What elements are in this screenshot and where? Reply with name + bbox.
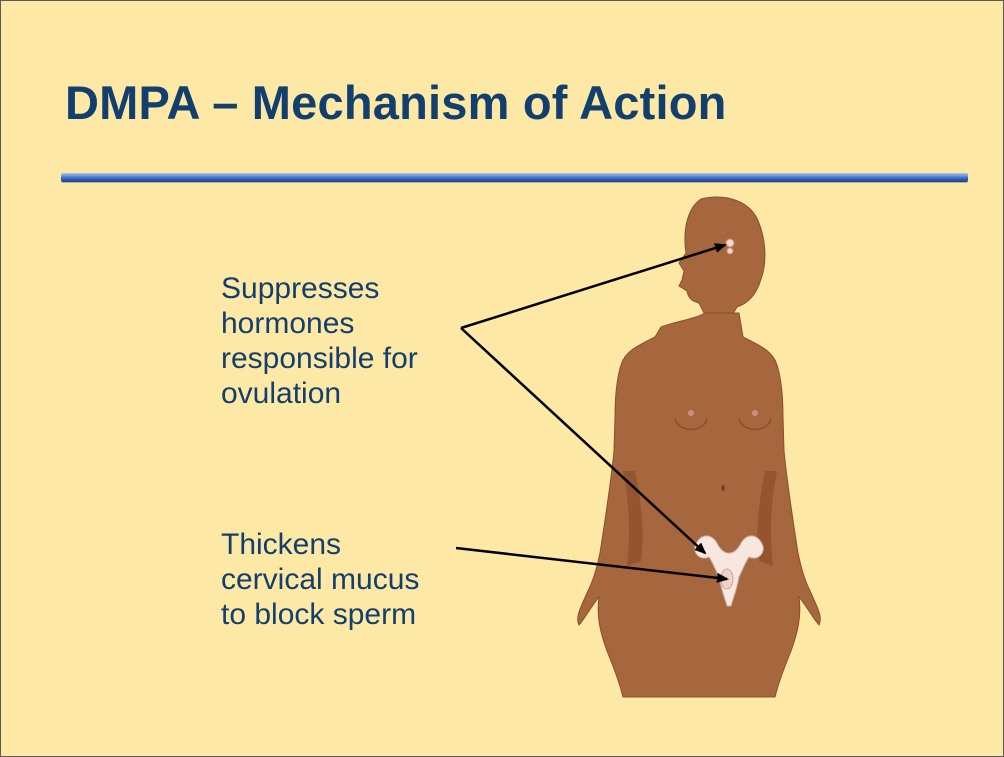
pituitary-gland <box>726 239 734 247</box>
navel <box>721 485 725 491</box>
female-body-illustration <box>578 197 821 697</box>
nipple-right <box>752 410 758 416</box>
pituitary-gland-lower <box>727 248 733 254</box>
torso-shape <box>578 313 821 697</box>
head-shape <box>679 197 765 317</box>
nipple-left <box>688 410 694 416</box>
